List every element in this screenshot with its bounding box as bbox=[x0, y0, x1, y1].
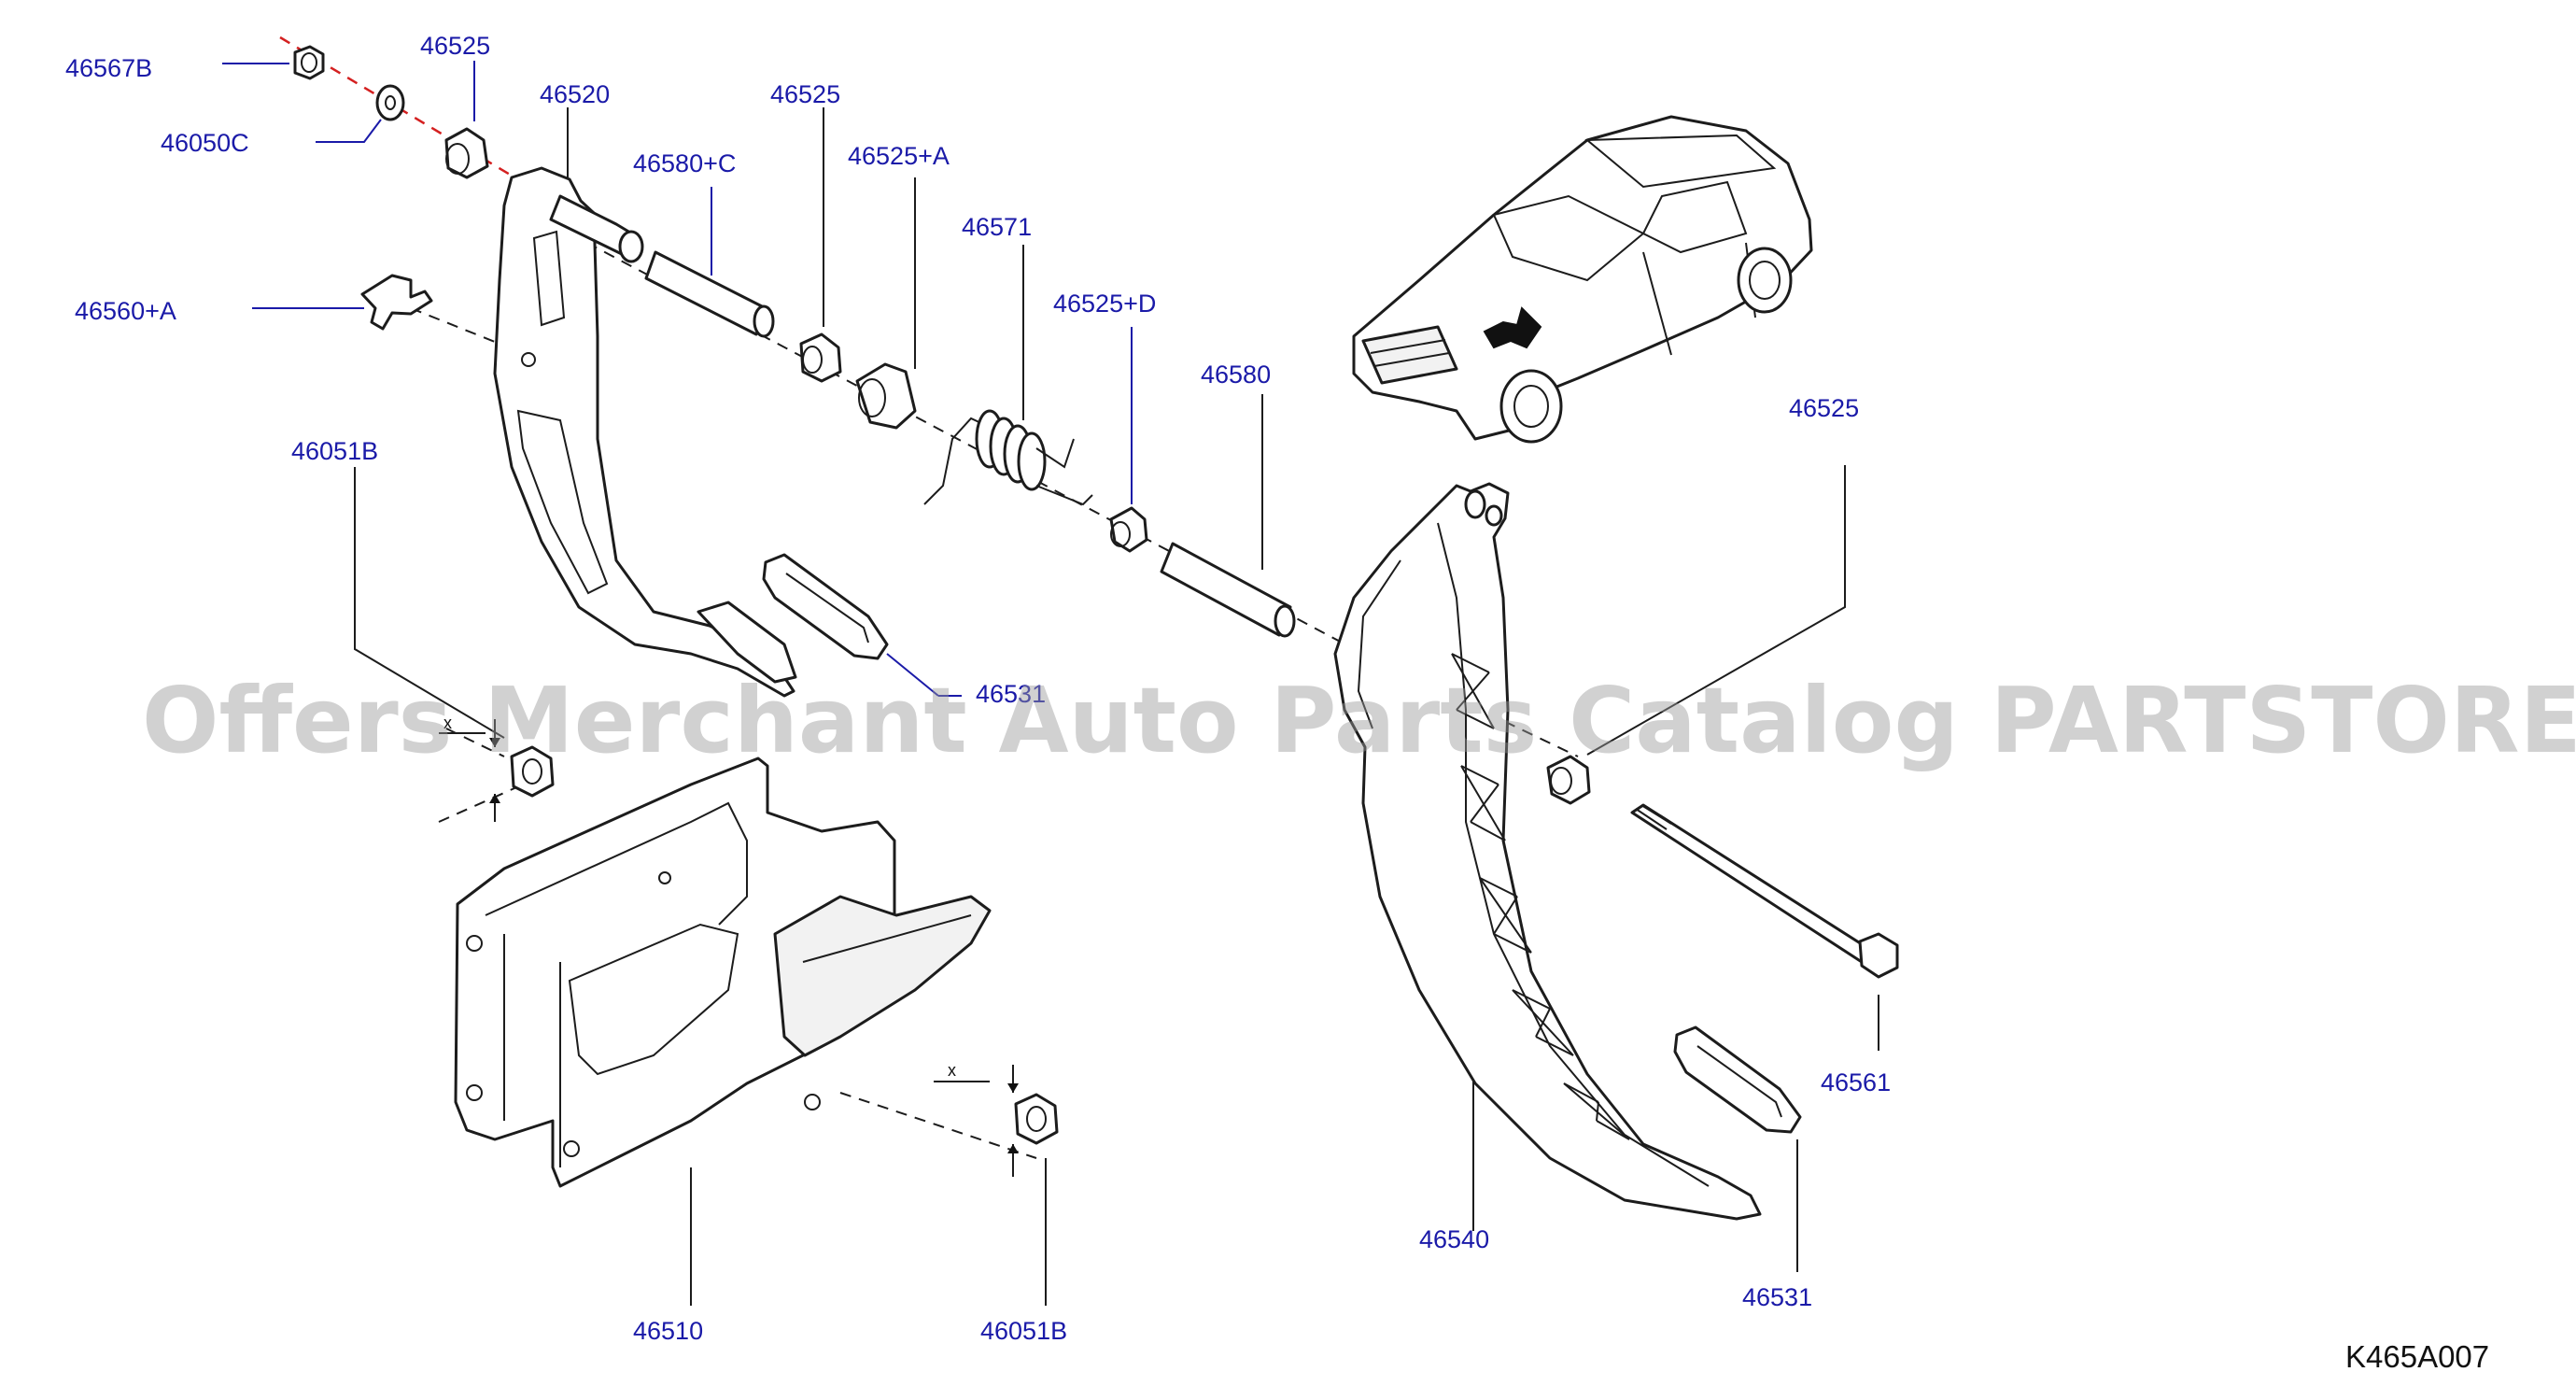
bushing-46525D bbox=[1109, 506, 1148, 553]
nut-46051B-left bbox=[439, 719, 555, 822]
watermark-text: Offers Merchant Auto Parts Catalog PARTS… bbox=[142, 668, 2576, 773]
label-46571[interactable]: 46571 bbox=[962, 213, 1032, 241]
label-46510[interactable]: 46510 bbox=[633, 1317, 703, 1345]
label-46580C[interactable]: 46580+C bbox=[633, 149, 736, 177]
spring-46571 bbox=[923, 409, 1093, 506]
label-46540[interactable]: 46540 bbox=[1419, 1225, 1489, 1253]
bushing-46525A bbox=[855, 362, 917, 430]
label-46531-top[interactable]: 46531 bbox=[976, 680, 1046, 708]
label-46051B-left[interactable]: 46051B bbox=[291, 437, 378, 465]
label-46525-right[interactable]: 46525 bbox=[1789, 394, 1859, 422]
dimension-mark-left: x bbox=[443, 714, 452, 732]
label-46525-mid[interactable]: 46525 bbox=[770, 80, 840, 108]
label-46567B[interactable]: 46567B bbox=[65, 54, 152, 82]
pedal-pad-46531-top bbox=[762, 553, 889, 660]
label-46525A[interactable]: 46525+A bbox=[848, 142, 950, 170]
label-46560A[interactable]: 46560+A bbox=[75, 297, 176, 325]
car-location-illustration bbox=[1352, 115, 1813, 444]
nut-46567B bbox=[293, 45, 325, 80]
leader-lines bbox=[222, 61, 1879, 1306]
label-46561[interactable]: 46561 bbox=[1821, 1068, 1891, 1096]
diagram-code: K465A007 bbox=[2345, 1339, 2489, 1374]
part-labels: 46567B 46525 46520 46050C 46525 46580+C … bbox=[65, 32, 1891, 1345]
bolt-46561 bbox=[1630, 803, 1899, 979]
bushing-46525-mid bbox=[799, 332, 842, 383]
dimension-mark-bottom: x bbox=[948, 1061, 956, 1080]
label-46051B-bottom[interactable]: 46051B bbox=[980, 1317, 1067, 1345]
bushing-46525-right bbox=[1546, 755, 1591, 805]
label-46525-top[interactable]: 46525 bbox=[420, 32, 490, 60]
label-46531-bottom[interactable]: 46531 bbox=[1742, 1283, 1812, 1311]
clip-46560A bbox=[360, 274, 433, 331]
label-46050C[interactable]: 46050C bbox=[161, 129, 249, 157]
bushing-46525-top bbox=[444, 127, 489, 179]
brake-pedal-46540 bbox=[1333, 482, 1762, 1221]
shaft-46580C bbox=[644, 250, 775, 338]
label-46520[interactable]: 46520 bbox=[540, 80, 610, 108]
pedal-arm-46520 bbox=[493, 166, 797, 698]
label-46580[interactable]: 46580 bbox=[1201, 361, 1271, 389]
shaft-46580 bbox=[1160, 542, 1296, 638]
pedal-bracket-46510 bbox=[454, 757, 992, 1188]
pedal-pad-46531-bottom bbox=[1673, 1025, 1802, 1134]
nut-46051B-bottom bbox=[934, 1065, 1059, 1177]
label-46525D[interactable]: 46525+D bbox=[1053, 290, 1156, 318]
tube-on-pedal bbox=[549, 194, 644, 263]
washer-46050C bbox=[375, 84, 405, 121]
